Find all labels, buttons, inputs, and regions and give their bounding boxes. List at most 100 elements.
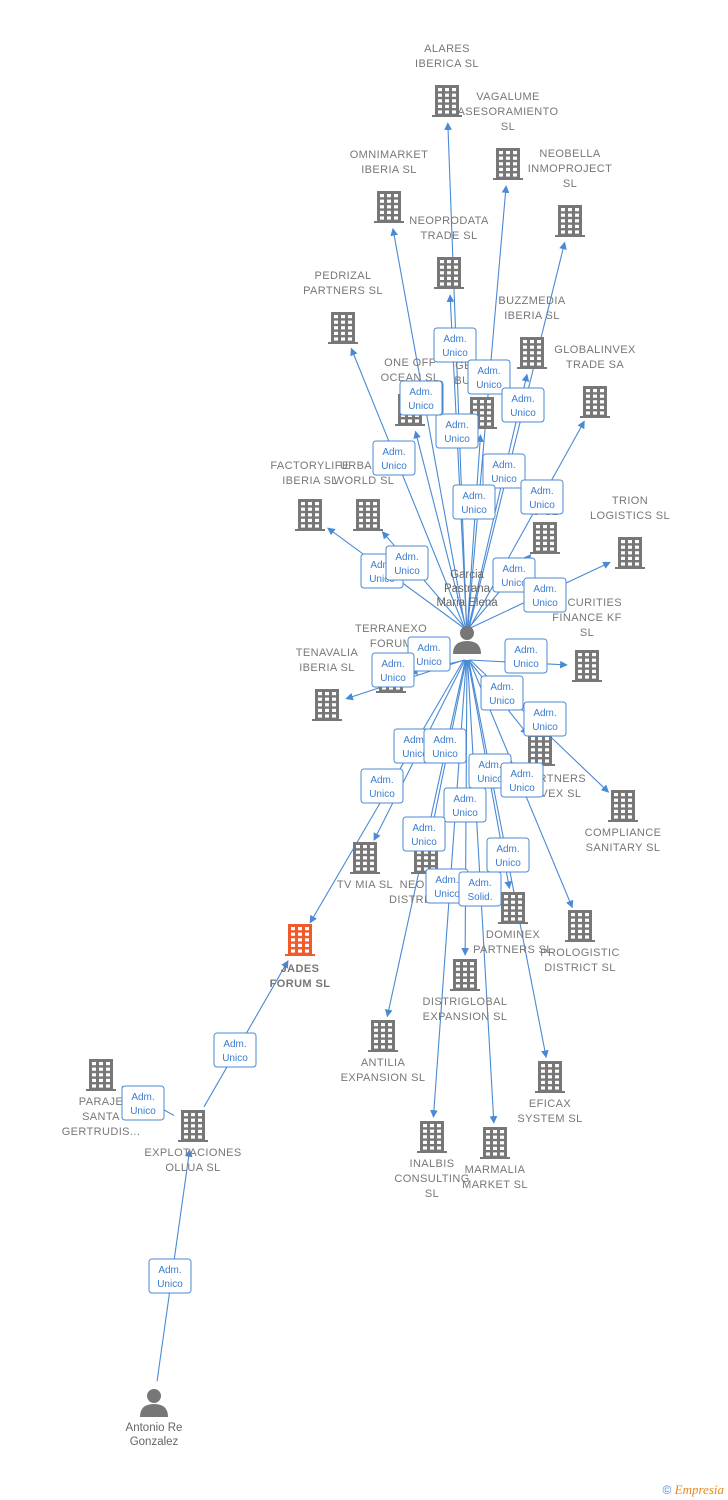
building-icon (493, 148, 523, 180)
role-badge-garcia-neobella[interactable]: Adm.Unico (501, 387, 545, 423)
building-icon (417, 1121, 447, 1153)
role-badge-text: Adm.Unico (408, 387, 434, 412)
role-badge-text: Adm.Unico (495, 844, 521, 869)
role-badge-explotaciones-paraje[interactable]: Adm.Unico (121, 1085, 165, 1121)
role-badge-text: Adm.Unico (369, 560, 395, 585)
role-badge-text: Adm.Unico (381, 447, 407, 472)
role-badge-text: Adm.Unico (394, 552, 420, 577)
role-badge-text: Adm.Unico (513, 645, 539, 670)
role-badge-garcia-prologistic[interactable]: Adm.Unico (500, 762, 544, 798)
building-icon (353, 499, 383, 531)
role-badge-text: Adm.Unico (529, 486, 555, 511)
role-badge-text: Adm.Unico (444, 420, 470, 445)
brand-logo[interactable]: Empresia (674, 1482, 724, 1497)
role-badge-text: Adm.Unico (380, 659, 406, 684)
building-icon (368, 1020, 398, 1052)
role-badge-garcia-jades[interactable]: Adm.Unico (423, 728, 467, 764)
role-badge-garcia-oneoff[interactable]: Adm.Unico (399, 380, 443, 416)
building-icon (498, 892, 528, 924)
role-badge-garcia-distriglobal[interactable]: Adm.Unico (443, 787, 487, 823)
role-badge-text: Adm.Unico (489, 682, 515, 707)
role-badge-text: Adm.Unico (532, 708, 558, 733)
role-badge-garcia-marmalia[interactable]: Adm.Solid. (458, 871, 502, 907)
edge-garcia-globalinvex (469, 420, 585, 629)
role-badge-text: Adm.Unico (432, 735, 458, 760)
role-badge-text: Adm.Unico (452, 794, 478, 819)
building-icon (374, 191, 404, 223)
role-badge-text: Adm.Unico (157, 1265, 183, 1290)
role-badge-garcia-compliance[interactable]: Adm.Unico (523, 701, 567, 737)
building-icon (285, 924, 315, 956)
role-badge-garcia-tenavalia[interactable]: Adm.Unico (371, 652, 415, 688)
person-icon (453, 626, 481, 654)
company-node-tvmia[interactable]: TV MIA SL (337, 842, 393, 891)
role-badge-explotaciones-jades[interactable]: Adm.Unico (213, 1032, 257, 1068)
role-badge-text: Adm.Unico (222, 1039, 248, 1064)
role-badge-garcia-alares[interactable]: Adm.Unico (433, 327, 477, 363)
building-icon (178, 1110, 208, 1142)
edge-garcia-neobella (468, 241, 567, 629)
building-icon (530, 522, 560, 554)
edge-garcia-omnimarket (390, 227, 466, 629)
copyright-symbol: © (662, 1483, 672, 1497)
role-badge-garcia-vagalume[interactable]: Adm.Unico (467, 359, 511, 395)
role-badge-garcia-eficax[interactable]: Adm.Unico (486, 837, 530, 873)
role-badge-garcia-antilia[interactable]: Adm.Unico (402, 816, 446, 852)
role-badge-text: Adm.Unico (442, 334, 468, 359)
building-icon (572, 650, 602, 682)
role-badge-text: Adm.Unico (369, 775, 395, 800)
role-badge-garcia-buzzmedia[interactable]: Adm.Unico (482, 453, 526, 489)
role-badge-garcia-securities[interactable]: Adm.Unico (504, 638, 548, 674)
role-badge-garcia-neoprodata[interactable]: Adm.Unico (435, 413, 479, 449)
building-icon (615, 537, 645, 569)
role-badge-garcia-geobusi[interactable]: Adm.Unico (452, 484, 496, 520)
role-badge-garcia-globalinvex[interactable]: Adm.Unico (520, 479, 564, 515)
role-badge-antonio-explotaciones[interactable]: Adm.Unico (148, 1258, 192, 1294)
role-badge-garcia-urbans[interactable]: Adm.Unico (385, 545, 429, 581)
role-badge-garcia-partnersinvex[interactable]: Adm.Unico (480, 675, 524, 711)
copyright-footer: © Empresia (662, 1482, 724, 1498)
edge-garcia-oneoff (413, 430, 467, 629)
role-badge-garcia-tvmia[interactable]: Adm.Unico (360, 768, 404, 804)
role-badge-garcia-trion[interactable]: Adm.Unico (523, 577, 567, 613)
building-icon (86, 1059, 116, 1091)
role-badge-garcia-omnimarket[interactable]: Adm.Unico (372, 440, 416, 476)
